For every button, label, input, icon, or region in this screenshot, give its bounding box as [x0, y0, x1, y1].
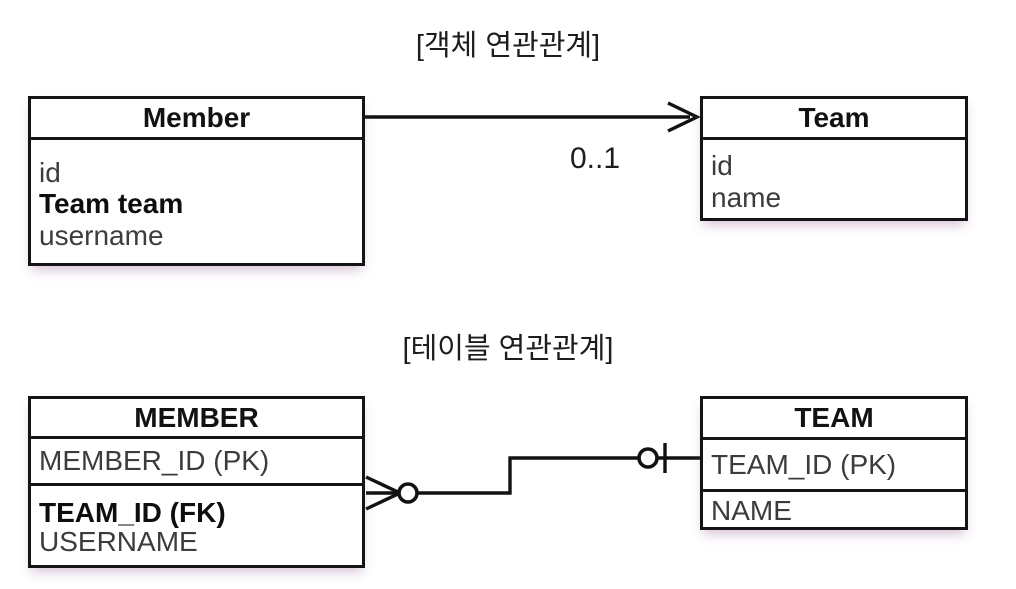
- table-team-header: TEAM: [703, 399, 965, 440]
- attribute-row: id: [39, 157, 61, 189]
- open-arrowhead-icon: [667, 101, 701, 133]
- attribute-row: username: [39, 219, 164, 251]
- entity-team-attributes: id name: [703, 140, 965, 221]
- table-member-key-group: MEMBER_ID (PK): [31, 439, 362, 483]
- column-row: TEAM_ID (PK): [711, 448, 897, 480]
- table-team-column-group: NAME: [703, 489, 965, 530]
- table-team-key-group: TEAM_ID (PK): [703, 440, 965, 489]
- relationship-line: [417, 456, 638, 495]
- zero-cardinality-circle-icon: [637, 447, 659, 469]
- zero-cardinality-circle-icon: [397, 482, 419, 504]
- entity-team[interactable]: Team id name: [700, 96, 968, 221]
- table-member-header: MEMBER: [31, 399, 362, 439]
- entity-member-attributes: id Team team username: [31, 140, 362, 266]
- crows-foot-icon: [365, 475, 404, 511]
- column-row: TEAM_ID (FK): [39, 496, 226, 528]
- column-row: NAME: [711, 495, 792, 527]
- object-association-title: [객체 연관관계]: [415, 30, 601, 62]
- table-association-title: [테이블 연관관계]: [402, 333, 614, 365]
- entity-member-header: Member: [31, 99, 362, 140]
- attribute-row: id: [711, 150, 733, 182]
- table-member[interactable]: MEMBER MEMBER_ID (PK) TEAM_ID (FK) USERN…: [28, 396, 365, 568]
- column-row: MEMBER_ID (PK): [39, 445, 270, 477]
- entity-team-header: Team: [703, 99, 965, 140]
- column-row: USERNAME: [39, 526, 198, 557]
- attribute-row: Team team: [39, 188, 184, 220]
- attribute-row: name: [711, 181, 782, 213]
- table-member-column-group: TEAM_ID (FK) USERNAME: [31, 483, 362, 568]
- entity-member[interactable]: Member id Team team username: [28, 96, 365, 266]
- multiplicity-label: 0..1: [570, 142, 621, 175]
- table-team[interactable]: TEAM TEAM_ID (PK) NAME: [700, 396, 968, 530]
